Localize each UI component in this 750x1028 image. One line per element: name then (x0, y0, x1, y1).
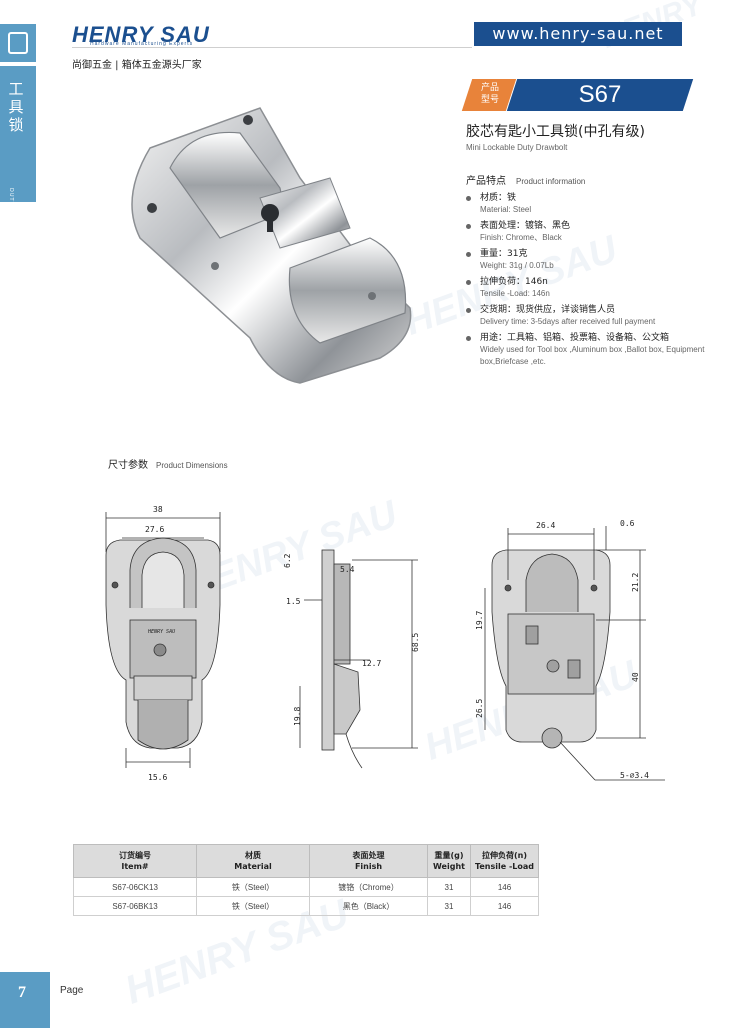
dim-top-height: 21.2 (631, 573, 640, 592)
header-divider (72, 47, 472, 48)
dim-top-offset: 6.2 (283, 553, 292, 568)
company-tagline: 尚御五金 | 箱体五金源头厂家 (72, 60, 202, 71)
dim-hole-offset: 19.7 (475, 611, 484, 630)
dim-overall-height: 68.5 (411, 633, 420, 652)
website-url[interactable]: www.henry-sau.net (474, 22, 682, 46)
category-label-en: DUTY DRAWBOLT (8, 188, 14, 244)
table-cell: S67-06CK13 (73, 877, 197, 897)
dim-side-step: 5.4 (340, 565, 355, 574)
table-cell: 31 (427, 877, 471, 897)
dim-depth: 12.7 (362, 659, 381, 668)
technical-drawings: 38 27.6 15.6 HENRY SAU 6.2 1.5 5.4 12.7 … (105, 505, 665, 782)
model-number: S67 (578, 81, 622, 108)
engraving-text: HENRY SAU (147, 629, 175, 635)
page-number: 7 (18, 984, 26, 1001)
product-title-cn: 胶芯有匙小工具锁(中孔有级) (466, 124, 645, 140)
table-cell: 铁（Steel） (196, 877, 310, 897)
category-tab: 工具锁 DUTY DRAWBOLT (0, 66, 36, 244)
category-label-cn: 工具锁 (8, 80, 24, 134)
dim-hook-height: 19.8 (293, 707, 302, 726)
product-photo (131, 107, 412, 384)
table-row: S67-06CK13 铁（Steel） 镀铬（Chrome） 31 146 (73, 877, 539, 897)
product-title-en: Mini Lockable Duty Drawbolt (466, 143, 568, 152)
dim-hole-span: 26.4 (536, 521, 555, 530)
column-header: 拉伸负荷(n)Tensile -Load (470, 844, 539, 878)
table-cell: 146 (470, 896, 539, 916)
table-cell: 146 (470, 877, 539, 897)
table-cell: 黑色（Black） (309, 896, 428, 916)
category-icon (0, 24, 36, 62)
dim-base-height: 40 (631, 672, 640, 682)
dim-plate-thickness: 1.5 (286, 597, 301, 606)
page-label: Page (60, 985, 84, 996)
table-cell: S67-06BK13 (73, 896, 197, 916)
table-cell: 31 (427, 896, 471, 916)
dim-holes: 5-∅3.4 (620, 771, 649, 780)
brand-logo-subtitle: Hardware Manufacturing Experts (90, 41, 194, 47)
table-cell: 镀铬（Chrome） (309, 877, 428, 897)
dim-inner-width: 27.6 (145, 525, 164, 534)
dim-bottom-width: 15.6 (148, 773, 167, 782)
table-row: S67-06BK13 铁（Steel） 黑色（Black） 31 146 (73, 896, 539, 916)
model-badge-label: 产品 型号 (480, 83, 499, 105)
dim-edge: 0.6 (620, 519, 635, 528)
dim-lower-height: 26.5 (475, 699, 484, 718)
table-cell: 铁（Steel） (196, 896, 310, 916)
column-header: 重量(g)Weight (427, 844, 471, 878)
brand-logo: HENRY SAU (72, 22, 210, 47)
page-number-box: 7 (0, 972, 50, 1028)
dim-overall-width: 38 (153, 505, 163, 514)
